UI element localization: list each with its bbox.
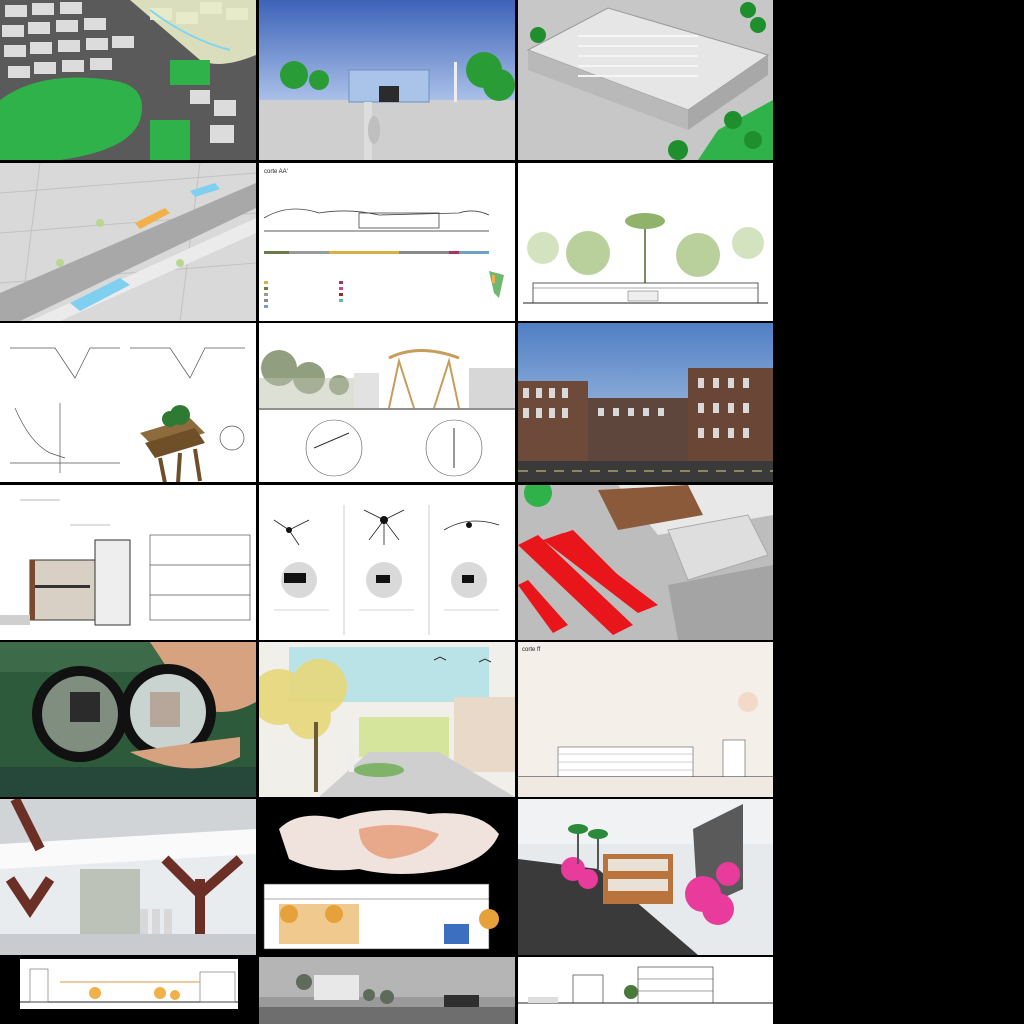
tile-watercolor-section-collage[interactable] bbox=[259, 799, 515, 955]
section-heading: corte AA' bbox=[264, 169, 288, 175]
tile-structure-section[interactable] bbox=[259, 323, 515, 482]
tile-aerial-red-volumes[interactable] bbox=[518, 485, 773, 640]
tile-building-section-white[interactable] bbox=[518, 957, 773, 1024]
tile-binoculars-photo[interactable] bbox=[0, 642, 256, 797]
tile-brick-buildings-street[interactable] bbox=[518, 323, 773, 482]
binoculars-photo-icon bbox=[0, 642, 256, 797]
technical-details-sheet-icon bbox=[0, 323, 256, 482]
urban-masterplan-render-icon bbox=[0, 0, 256, 160]
section-drawing-with-legend-icon: corte AA' bbox=[259, 163, 515, 321]
pink-trees-building-render-icon bbox=[518, 799, 773, 955]
structure-section-detail-icon bbox=[259, 323, 515, 482]
building-section-cutaway-icon bbox=[0, 485, 256, 640]
tile-network-diagrams[interactable] bbox=[259, 485, 515, 640]
tile-section-with-legend[interactable]: corte AA' bbox=[259, 163, 515, 321]
tile-grey-sky-massing[interactable] bbox=[259, 957, 515, 1024]
grey-sky-massing-render-icon bbox=[259, 957, 515, 1024]
highway-aerial-render-icon bbox=[0, 163, 256, 321]
section-heading: corte ff bbox=[522, 647, 541, 653]
tile-pink-trees-building[interactable] bbox=[518, 799, 773, 955]
tile-urban-masterplan[interactable] bbox=[0, 0, 256, 160]
tile-flat-roof-market[interactable] bbox=[518, 0, 773, 160]
glass-building-plaza-render-icon bbox=[259, 0, 515, 160]
building-section-white-icon bbox=[518, 957, 773, 1024]
tile-section-orange-trees[interactable] bbox=[0, 957, 256, 1024]
tile-glass-building-plaza[interactable] bbox=[259, 0, 515, 160]
tile-elevation-with-trees[interactable] bbox=[518, 163, 773, 321]
courtyard-collage-render-icon bbox=[259, 642, 515, 797]
steel-columns-interior-render-icon bbox=[0, 799, 256, 955]
brick-buildings-street-render-icon bbox=[518, 323, 773, 482]
section-with-orange-trees-icon bbox=[0, 957, 256, 1024]
tile-courtyard-collage[interactable] bbox=[259, 642, 515, 797]
tile-building-section-cutaway[interactable] bbox=[0, 485, 256, 640]
tile-steel-columns-interior[interactable] bbox=[0, 799, 256, 955]
aerial-red-volumes-render-icon bbox=[518, 485, 773, 640]
elevation-with-trees-icon bbox=[518, 163, 773, 321]
network-diagrams-sheet-icon bbox=[259, 485, 515, 640]
tile-technical-details[interactable] bbox=[0, 323, 256, 482]
tile-long-section[interactable]: corte ff bbox=[518, 642, 773, 797]
tile-highway-aerial[interactable] bbox=[0, 163, 256, 321]
long-section-drawing-icon: corte ff bbox=[518, 642, 773, 797]
flat-roof-market-render-icon bbox=[518, 0, 773, 160]
watercolor-section-collage-icon bbox=[259, 799, 515, 955]
